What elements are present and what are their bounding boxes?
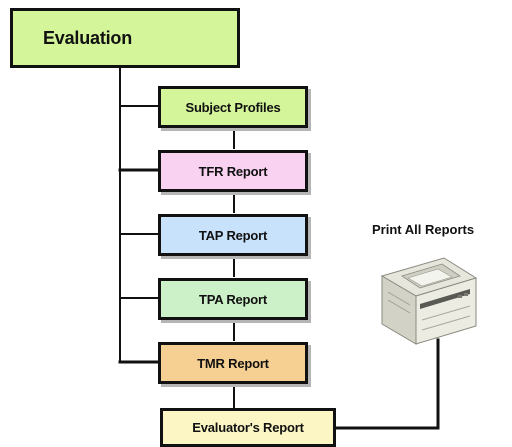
tap-report-box: TAP Report bbox=[158, 214, 308, 256]
evaluation-label: Evaluation bbox=[43, 27, 133, 48]
tmr-report-box: TMR Report bbox=[158, 342, 308, 384]
tpa-report-box: TPA Report bbox=[158, 278, 308, 320]
subject-profiles-box: Subject Profiles bbox=[158, 86, 308, 128]
tmr-report-label: TMR Report bbox=[197, 355, 269, 371]
subject-profiles-label: Subject Profiles bbox=[185, 99, 281, 115]
evaluators-report-box: Evaluator's Report bbox=[160, 408, 336, 447]
print-all-reports-label: Print All Reports bbox=[372, 222, 475, 237]
evaluation-box: Evaluation bbox=[10, 8, 240, 68]
printer-icon bbox=[380, 257, 478, 345]
tfr-report-box: TFR Report bbox=[158, 150, 308, 192]
tfr-report-label: TFR Report bbox=[198, 163, 268, 179]
tpa-report-label: TPA Report bbox=[198, 291, 268, 307]
tap-report-label: TAP Report bbox=[198, 227, 268, 243]
evaluators-report-label: Evaluator's Report bbox=[192, 420, 304, 435]
